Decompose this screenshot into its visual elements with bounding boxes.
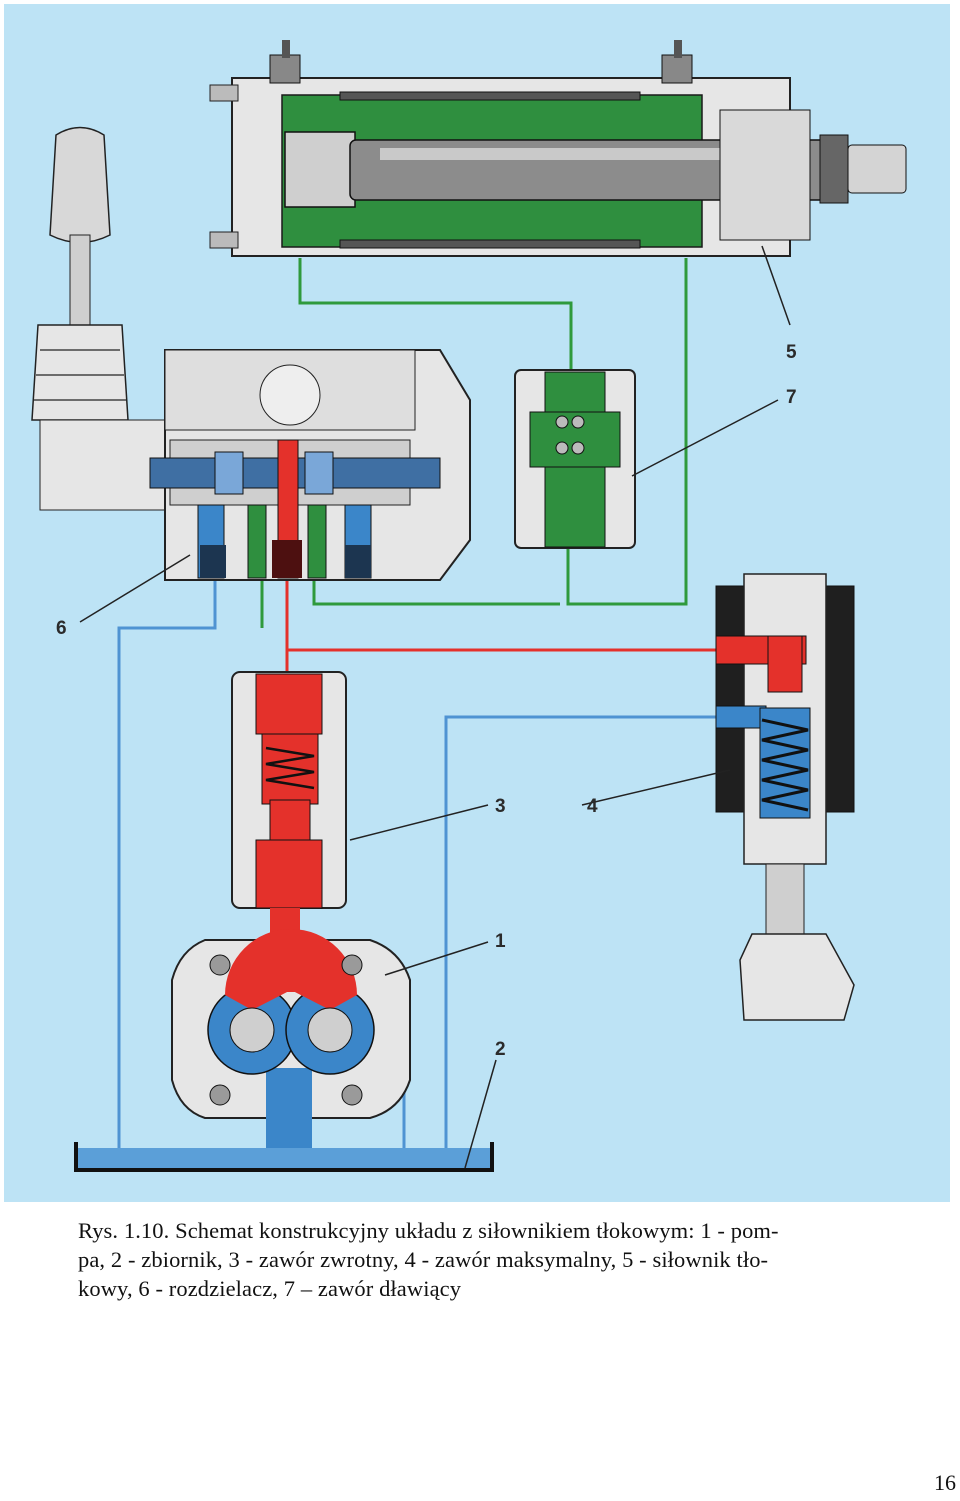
valve-6-green-port-2	[307, 504, 327, 579]
leader-lines	[79, 245, 791, 1169]
valve-7-green-mid	[529, 411, 621, 468]
gear-pump-1	[171, 929, 411, 1150]
caption-line-1: Rys. 1.10. Schemat konstrukcyjny układu …	[78, 1218, 779, 1243]
pump-gear-teeth-red	[225, 929, 357, 1010]
lever-boot-folds	[34, 349, 126, 401]
valve-4-adjust-screw	[765, 863, 805, 935]
directional-valve-6	[149, 349, 471, 581]
piston-rod-highlight	[380, 148, 800, 160]
pump-bolt-4	[341, 1084, 363, 1106]
valve-3-bore-bottom	[255, 839, 323, 909]
tank-fluid	[78, 1148, 490, 1168]
cylinder-barrel-top	[339, 91, 641, 101]
pump-bolt-3	[209, 1084, 231, 1106]
valve-4-return-outlet	[715, 705, 767, 729]
check-valve-3	[231, 671, 347, 940]
pump-bolt-1	[209, 954, 231, 976]
tank-outline	[74, 1142, 494, 1172]
label-6: 6	[56, 618, 67, 639]
lever-shaft	[69, 234, 91, 326]
label-5: 5	[786, 342, 797, 363]
rod-end-thread	[847, 144, 907, 194]
port-right	[661, 54, 693, 84]
valve-6-spool-land-1	[214, 451, 244, 495]
figure-caption: Rys. 1.10. Schemat konstrukcyjny układu …	[78, 1216, 878, 1303]
pump-gear-hub-left	[229, 1007, 275, 1053]
lever-boot	[31, 324, 129, 421]
label-7: 7	[786, 387, 797, 408]
label-2: 2	[495, 1039, 506, 1060]
tank-2	[74, 1142, 494, 1172]
valve-7-ball-1	[555, 415, 569, 429]
throttle-valve-7	[514, 369, 636, 549]
label-4: 4	[587, 796, 598, 817]
valve-4-pressure-seat	[767, 635, 803, 693]
valve-6-outlet-dark-1	[200, 545, 226, 578]
port-stem-right	[674, 40, 682, 58]
hydraulic-system-diagram: 5 7 6 3 4 1 2	[4, 4, 950, 1202]
port-stem-left	[282, 40, 290, 58]
valve-7-green-bottom	[544, 466, 606, 548]
valve-6-top-boss	[259, 364, 321, 426]
page-number: 16	[934, 1470, 956, 1495]
valve-6-outlet-dark-2	[272, 540, 302, 578]
rod-gland	[719, 109, 811, 241]
cylinder-barrel-bottom	[339, 239, 641, 249]
lever-knob	[49, 126, 111, 244]
relief-valve-4	[715, 573, 855, 1021]
cylinder-left-cap-low	[209, 231, 239, 249]
valve-7-green-top	[544, 371, 606, 413]
valve-4-spring	[761, 718, 809, 812]
valve-6-green-port-1	[247, 504, 267, 579]
lever-housing	[39, 419, 166, 511]
rod-end-nut	[819, 134, 849, 204]
valve-7-ball-3	[555, 441, 569, 455]
piston-head	[284, 131, 356, 208]
valve-7-ball-4	[571, 441, 585, 455]
red-lines	[285, 578, 716, 672]
valve-3-poppet	[269, 799, 311, 841]
cylinder-left-cap	[209, 84, 239, 102]
pump-suction-port	[266, 1068, 312, 1150]
control-lever	[31, 126, 166, 511]
port-left	[269, 54, 301, 84]
valve-4-handwheel	[739, 933, 855, 1021]
valve-6-outlet-dark-3	[345, 545, 371, 578]
pump-gear-hub-right	[307, 1007, 353, 1053]
valve-7-ball-2	[571, 415, 585, 429]
pump-bolt-2	[341, 954, 363, 976]
valve-3-spring	[265, 746, 315, 790]
cylinder-5	[209, 40, 907, 257]
label-1: 1	[495, 931, 506, 952]
label-3: 3	[495, 796, 506, 817]
valve-6-spool-land-2	[304, 451, 334, 495]
green-lines	[260, 258, 688, 628]
valve-3-bore-top	[255, 673, 323, 735]
caption-line-2: pa, 2 - zbiornik, 3 - zawór zwrotny, 4 -…	[78, 1247, 769, 1272]
caption-line-3: kowy, 6 - rozdzielacz, 7 – zawór dławiąc…	[78, 1276, 462, 1301]
